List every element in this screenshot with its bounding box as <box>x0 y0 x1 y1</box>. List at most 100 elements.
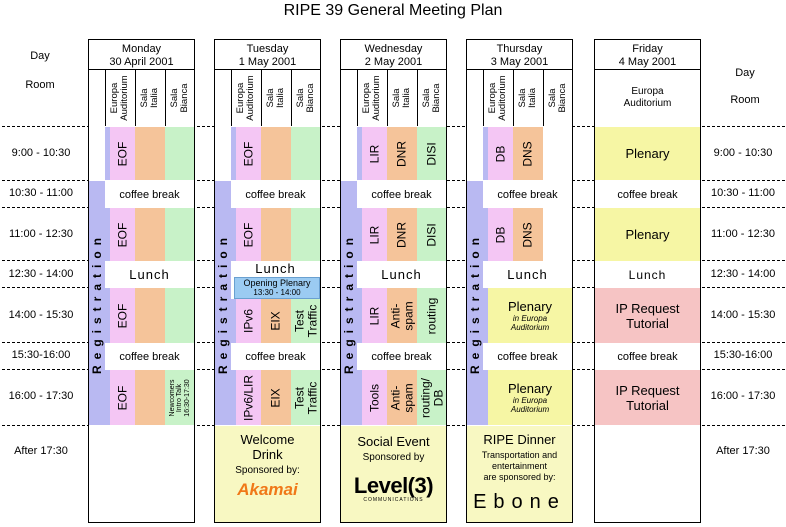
time-left: 9:00 - 10:30 <box>11 147 71 159</box>
lunch-cell: Lunch <box>255 261 296 276</box>
session-cell[interactable]: LIR <box>362 127 387 180</box>
page-title: RIPE 39 General Meeting Plan <box>283 2 503 19</box>
time-right: 14:00 - 15:30 <box>710 309 776 321</box>
time-left: 11:00 - 12:30 <box>8 228 73 240</box>
coffee-break: coffee break <box>371 350 432 363</box>
coffee-break: coffee break <box>497 188 558 201</box>
left-day-label: Day <box>30 50 50 62</box>
session-cell[interactable] <box>135 208 165 261</box>
session-cell[interactable]: DISI <box>417 127 446 180</box>
session-cell[interactable] <box>135 288 165 343</box>
session-cell[interactable]: LIR <box>362 208 387 261</box>
time-left: 15:30-16:00 <box>11 349 71 361</box>
session-cell[interactable]: EOF <box>236 127 261 180</box>
session-cell[interactable]: Anti-spam <box>387 288 417 343</box>
time-left: After 17:30 <box>14 445 68 457</box>
level3-subtitle: COMMUNICATIONS <box>363 497 424 503</box>
time-right: 9:00 - 10:30 <box>713 147 773 159</box>
session-cell[interactable]: Tools <box>362 370 387 425</box>
ebone-logo: Ebone <box>473 491 566 513</box>
session-cell[interactable]: IPv6 <box>236 299 261 343</box>
session-cell[interactable] <box>291 208 320 261</box>
time-right: After 17:30 <box>716 445 770 457</box>
session-cell[interactable] <box>261 208 291 261</box>
plenary-cell[interactable]: Plenary in Europa Auditorium <box>488 288 572 343</box>
day-date: 4 May 2001 <box>618 56 677 68</box>
session-cell[interactable]: EIX <box>261 370 291 425</box>
session-cell[interactable]: IPv6/LIR <box>236 370 261 425</box>
session-cell[interactable]: DB <box>488 127 513 180</box>
registration-column: Registration <box>89 181 105 425</box>
tuesday-header: Tuesday 1 May 2001 <box>215 40 320 70</box>
session-cell[interactable]: EOF <box>110 370 135 425</box>
coffee-break: coffee break <box>245 188 306 201</box>
session-cell[interactable]: Anti-spam <box>387 370 417 425</box>
session-cell[interactable]: DB <box>488 208 513 261</box>
session-cell[interactable] <box>165 208 194 261</box>
day-date: 30 April 2001 <box>109 56 174 68</box>
session-cell[interactable]: DNR <box>387 127 417 180</box>
lunch-cell: Lunch <box>381 267 422 282</box>
session-cell[interactable] <box>165 127 194 180</box>
ripe-dinner[interactable]: RIPE Dinner Transportation and entertain… <box>467 426 572 522</box>
day-name: Wednesday <box>364 43 423 55</box>
monday-header: Monday 30 April 2001 <box>89 40 194 70</box>
plenary-cell[interactable]: Plenary <box>595 127 700 180</box>
coffee-break: coffee break <box>119 350 180 363</box>
session-cell[interactable] <box>261 127 291 180</box>
session-cell[interactable]: DNR <box>387 208 417 261</box>
level3-logo: Level(3) <box>353 473 434 498</box>
time-right: 11:00 - 12:30 <box>710 228 775 240</box>
plenary-cell[interactable]: Plenary <box>595 208 700 261</box>
session-cell[interactable]: DNS <box>513 127 543 180</box>
coffee-break: coffee break <box>617 188 678 201</box>
session-cell[interactable] <box>135 370 165 425</box>
lunch-cell: Lunch <box>628 267 667 282</box>
social-event[interactable]: Social Event Sponsored by Level(3) COMMU… <box>341 426 446 522</box>
time-right: 15:30-16:00 <box>713 349 773 361</box>
session-cell[interactable]: routing/DB <box>417 370 446 425</box>
plenary-cell[interactable]: Plenary in Europa Auditorium <box>488 370 572 425</box>
session-cell[interactable] <box>135 127 165 180</box>
session-cell[interactable] <box>165 288 194 343</box>
day-name: Monday <box>121 43 162 55</box>
session-cell[interactable]: EOF <box>110 127 135 180</box>
session-cell[interactable]: EOF <box>110 208 135 261</box>
session-cell[interactable]: routing <box>417 288 446 343</box>
session-cell[interactable]: EOF <box>110 288 135 343</box>
welcome-drink[interactable]: Welcome Drink Sponsored by: Akamai <box>215 426 320 522</box>
lunch-cell: Lunch <box>507 267 548 282</box>
time-left: 10:30 - 11:00 <box>8 187 73 199</box>
session-cell[interactable]: LIR <box>362 288 387 343</box>
session-cell[interactable]: EOF <box>236 208 261 261</box>
session-cell[interactable]: DISI <box>417 208 446 261</box>
wednesday-header: Wednesday 2 May 2001 <box>341 40 446 70</box>
session-cell[interactable]: DNS <box>513 208 543 261</box>
right-day-label: Day <box>735 67 755 79</box>
session-cell[interactable]: EIX <box>261 299 291 343</box>
session-cell[interactable] <box>291 127 320 180</box>
time-left: 14:00 - 15:30 <box>8 309 74 321</box>
registration-column: Registration <box>215 181 231 425</box>
day-date: 1 May 2001 <box>238 56 297 68</box>
